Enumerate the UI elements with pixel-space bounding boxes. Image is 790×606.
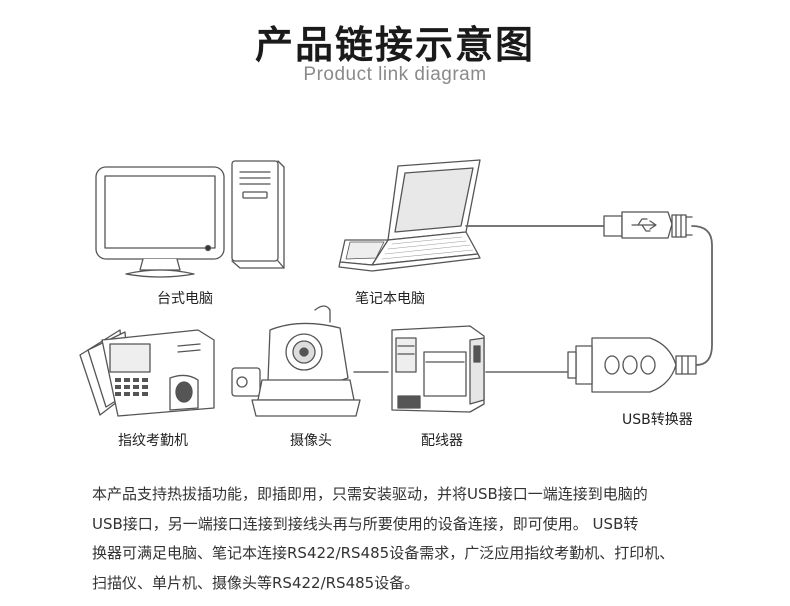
distribution-box-label: 配线器: [421, 433, 463, 449]
camera-label: 摄像头: [290, 433, 332, 449]
description-line: USB接口，另一端接口连接到接线头再与所要使用的设备连接，即可使用。 USB转: [92, 514, 639, 533]
laptop-icon: [338, 159, 481, 272]
fingerprint-attendance-machine-icon: [79, 329, 215, 417]
description-line: 本产品支持热拔插功能，即插即用，只需安装驱动，并将USB接口一端连接到电脑的: [92, 485, 648, 503]
laptop-label: 笔记本电脑: [355, 291, 425, 307]
attendance-machine-label: 指纹考勤机: [118, 433, 188, 449]
camera-icon: [231, 305, 361, 417]
product-description: 本产品支持热拔插功能，即插即用，只需安装驱动，并将USB接口一端连接到电脑的 U…: [92, 480, 732, 598]
usb-converter-label: USB转换器: [622, 412, 693, 428]
usb-plug-icon: [603, 211, 693, 239]
page-subtitle: Product link diagram: [303, 64, 487, 85]
desktop-label: 台式电脑: [157, 291, 213, 307]
page-title: 产品链接示意图: [254, 23, 535, 67]
distribution-box-icon: [391, 325, 485, 413]
description-line: 换器可满足电脑、笔记本连接RS422/RS485设备需求，广泛应用指纹考勤机、打…: [92, 544, 675, 562]
product-link-diagram: [79, 159, 713, 417]
description-line: 扫描仪、单片机、摄像头等RS422/RS485设备。: [92, 573, 420, 592]
desktop-computer-icon: [95, 160, 285, 278]
usb-converter-icon: [567, 337, 697, 393]
